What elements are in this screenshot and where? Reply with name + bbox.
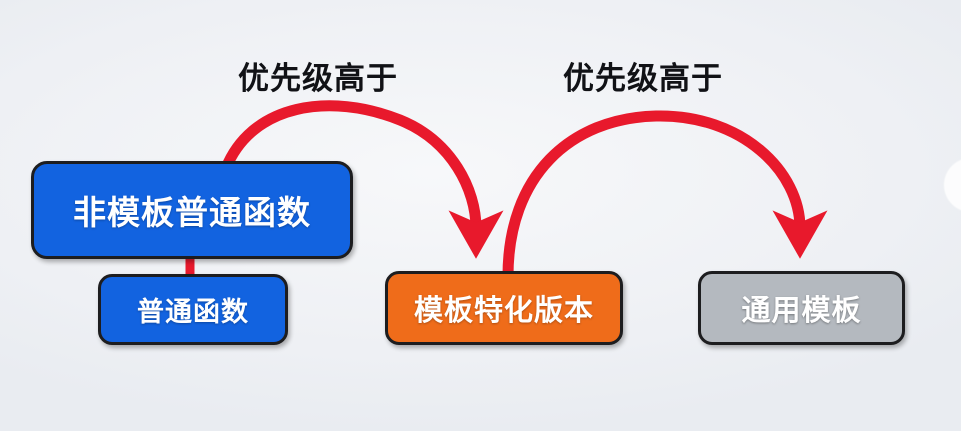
node-generic-template[interactable]: 通用模板 bbox=[698, 271, 905, 345]
node-non-template-ordinary-function[interactable]: 非模板普通函数 bbox=[31, 161, 353, 259]
edge-label-priority-1: 优先级高于 bbox=[238, 61, 398, 96]
node-ordinary-function[interactable]: 普通函数 bbox=[98, 274, 288, 345]
node-template-specialization[interactable]: 模板特化版本 bbox=[385, 271, 623, 345]
arrow-specialization-to-generic bbox=[502, 110, 828, 282]
edge-label-priority-2: 优先级高于 bbox=[563, 61, 723, 96]
cursor-highlight-circle bbox=[944, 158, 961, 212]
